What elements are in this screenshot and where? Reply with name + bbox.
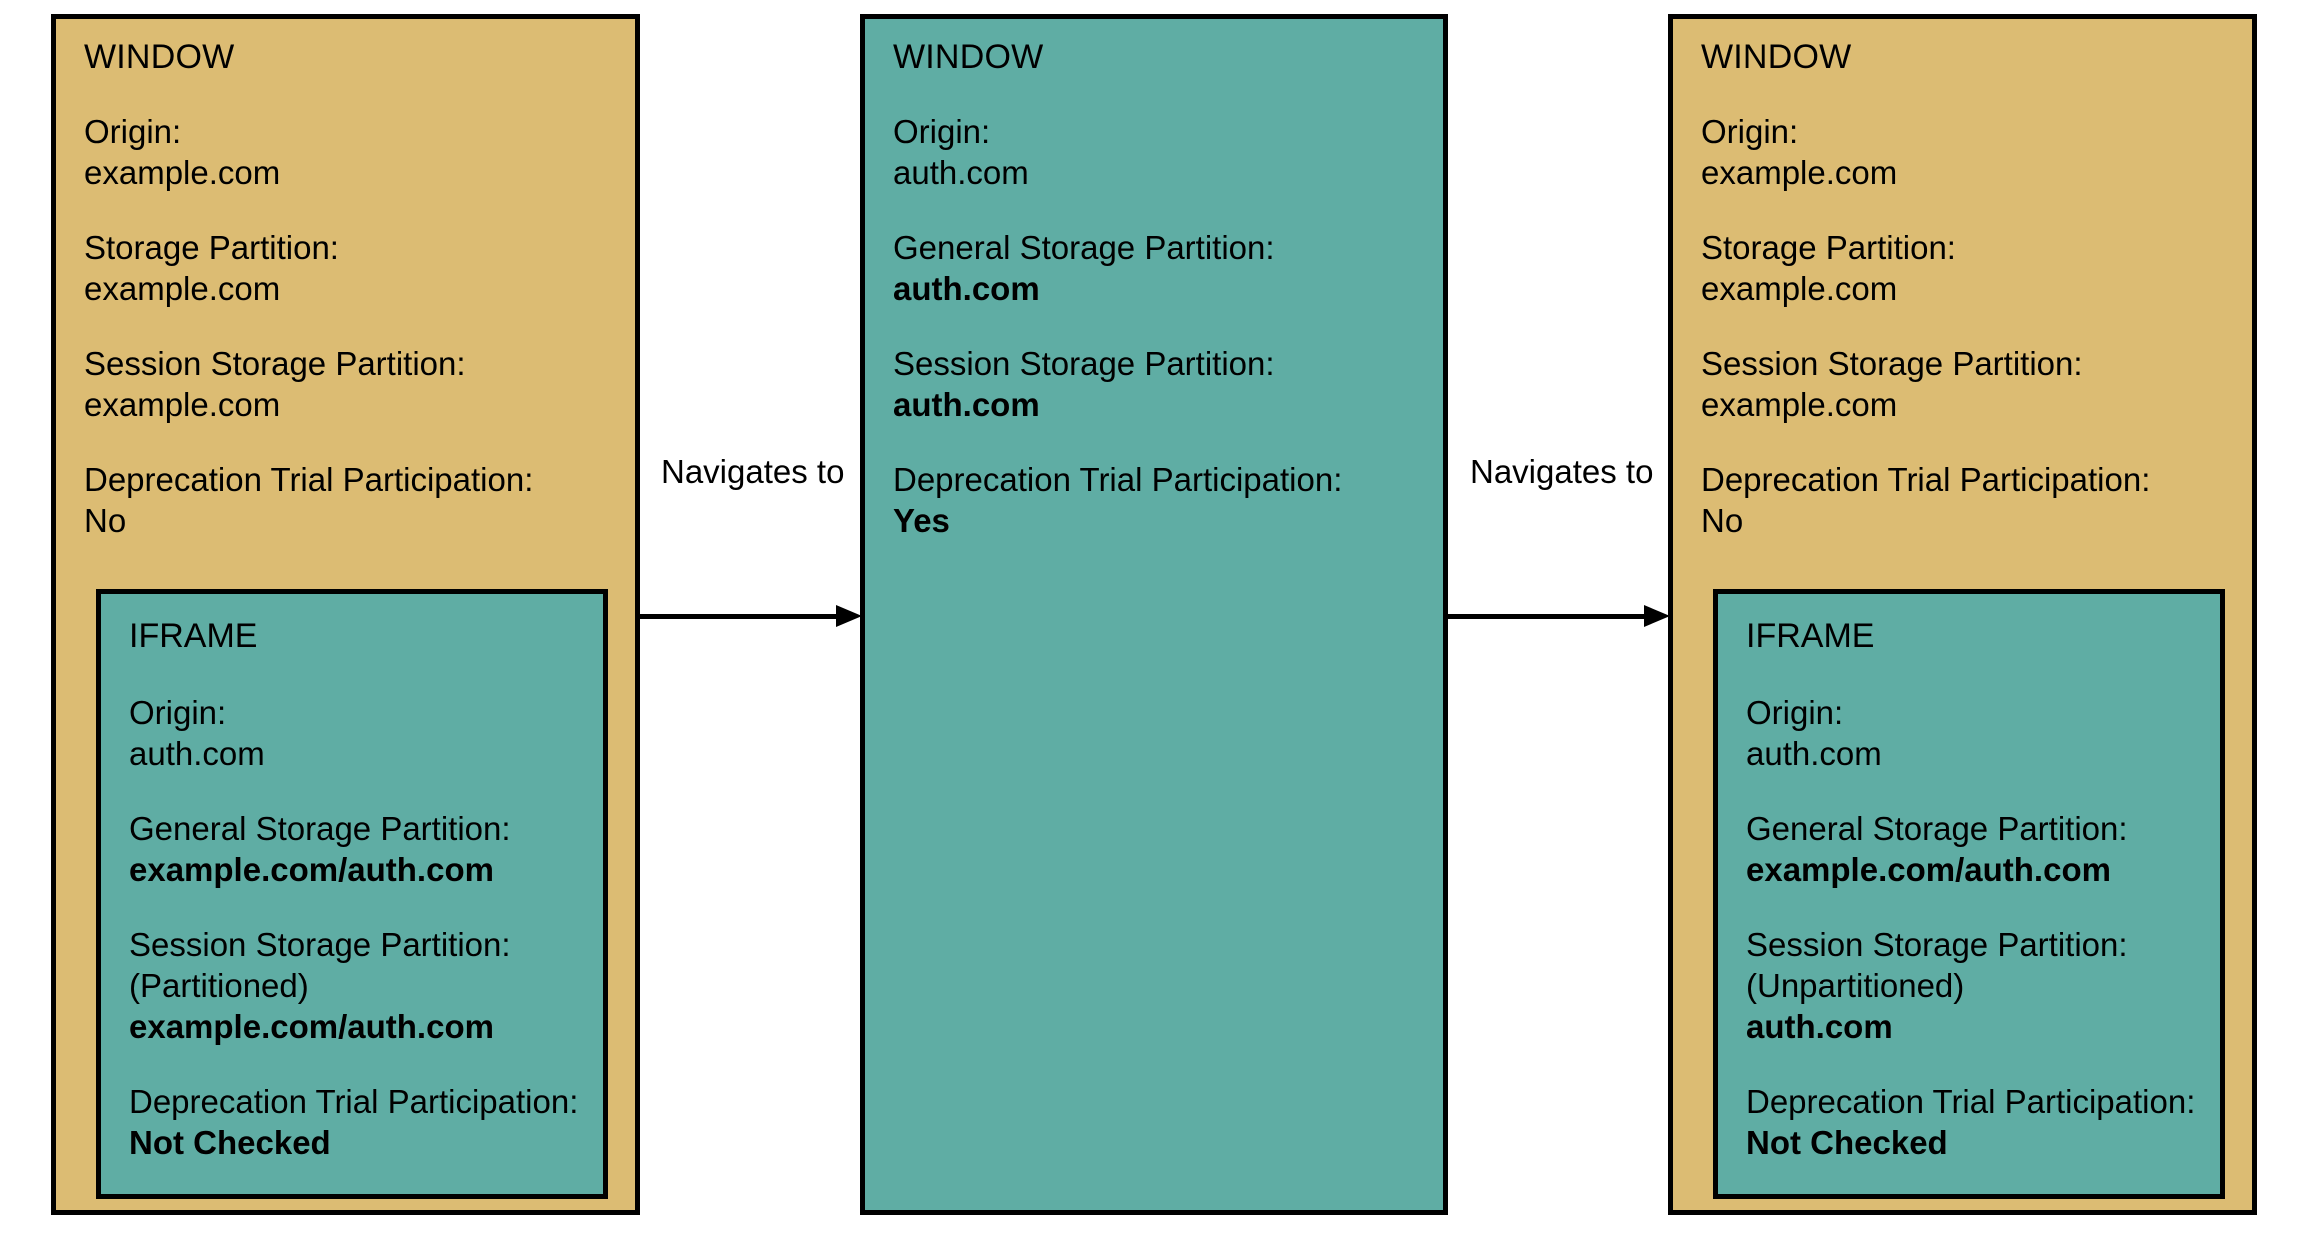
field-label: Deprecation Trial Participation: (129, 1083, 579, 1120)
field-value: auth.com (1746, 1008, 1893, 1045)
field-label: General Storage Partition: (129, 810, 511, 847)
field-label: Storage Partition: (1701, 229, 1956, 266)
arrow-1-navigates-to (640, 603, 862, 629)
window-panel-2-field-origin: Origin: auth.com (893, 111, 1429, 193)
field-value: auth.com (1746, 735, 1882, 772)
iframe-panel-1-field-deprecation-trial: Deprecation Trial Participation: Not Che… (129, 1081, 591, 1163)
field-value: Not Checked (1746, 1124, 1948, 1161)
arrow-head-icon (836, 605, 862, 627)
field-value: auth.com (893, 270, 1040, 307)
window-panel-1-body: WINDOW Origin: example.com Storage Parti… (84, 37, 621, 541)
field-sublabel: (Unpartitioned) (1746, 967, 1965, 1004)
iframe-panel-1-field-origin: Origin: auth.com (129, 692, 591, 774)
arrow-2-label: Navigates to (1470, 453, 1654, 490)
window-panel-3-field-origin: Origin: example.com (1701, 111, 2238, 193)
iframe-panel-3-field-origin: Origin: auth.com (1746, 692, 2208, 774)
window-panel-1-field-deprecation-trial: Deprecation Trial Participation: No (84, 459, 621, 541)
field-value: example.com (1701, 270, 1898, 307)
arrow-2-navigates-to (1448, 603, 1670, 629)
iframe-box-panel-1: IFRAME Origin: auth.com General Storage … (96, 589, 608, 1199)
iframe-box-panel-3-body: IFRAME Origin: auth.com General Storage … (1746, 616, 2208, 1163)
window-panel-3: WINDOW Origin: example.com Storage Parti… (1668, 14, 2257, 1215)
field-value: Yes (893, 502, 950, 539)
window-panel-2-title: WINDOW (893, 38, 1044, 76)
field-value: auth.com (129, 735, 265, 772)
field-label: Origin: (129, 694, 227, 731)
window-panel-1-title: WINDOW (84, 38, 235, 76)
field-value: example.com/auth.com (129, 851, 494, 888)
window-panel-1-field-origin: Origin: example.com (84, 111, 621, 193)
field-label: Session Storage Partition: (1746, 926, 2128, 963)
window-panel-3-title: WINDOW (1701, 38, 1852, 76)
field-value: example.com (84, 386, 281, 423)
field-label: Origin: (84, 113, 182, 150)
field-label: General Storage Partition: (1746, 810, 2128, 847)
iframe-box-panel-1-body: IFRAME Origin: auth.com General Storage … (129, 616, 591, 1163)
window-panel-2: WINDOW Origin: auth.com General Storage … (860, 14, 1448, 1215)
field-label: Session Storage Partition: (893, 345, 1275, 382)
window-panel-2-field-session-storage-partition: Session Storage Partition: auth.com (893, 343, 1429, 425)
field-label: Deprecation Trial Participation: (84, 461, 534, 498)
field-value: No (84, 502, 127, 539)
iframe-panel-1-field-session-storage-partition: Session Storage Partition: (Partitioned)… (129, 924, 591, 1047)
field-label: Origin: (1701, 113, 1799, 150)
field-value: Not Checked (129, 1124, 331, 1161)
field-label: Session Storage Partition: (1701, 345, 2083, 382)
field-label: Origin: (893, 113, 991, 150)
window-panel-3-field-storage-partition: Storage Partition: example.com (1701, 227, 2238, 309)
window-panel-2-field-general-storage-partition: General Storage Partition: auth.com (893, 227, 1429, 309)
field-sublabel: (Partitioned) (129, 967, 309, 1004)
arrow-1-label: Navigates to (661, 453, 845, 490)
window-panel-2-field-deprecation-trial: Deprecation Trial Participation: Yes (893, 459, 1429, 541)
field-label: Deprecation Trial Participation: (893, 461, 1343, 498)
arrow-head-icon (1644, 605, 1670, 627)
window-panel-1-field-session-storage-partition: Session Storage Partition: example.com (84, 343, 621, 425)
iframe-panel-1-field-general-storage-partition: General Storage Partition: example.com/a… (129, 808, 591, 890)
arrow-line (1448, 614, 1644, 619)
field-value: example.com (1701, 154, 1898, 191)
iframe-box-panel-3-title: IFRAME (1746, 617, 1875, 655)
window-panel-3-body: WINDOW Origin: example.com Storage Parti… (1701, 37, 2238, 541)
field-label: Deprecation Trial Participation: (1701, 461, 2151, 498)
field-label: Deprecation Trial Participation: (1746, 1083, 2196, 1120)
arrow-line (640, 614, 836, 619)
window-panel-1: WINDOW Origin: example.com Storage Parti… (51, 14, 640, 1215)
field-label: General Storage Partition: (893, 229, 1275, 266)
field-value: example.com (84, 270, 281, 307)
window-panel-1-field-storage-partition: Storage Partition: example.com (84, 227, 621, 309)
iframe-box-panel-1-title: IFRAME (129, 617, 258, 655)
iframe-box-panel-3: IFRAME Origin: auth.com General Storage … (1713, 589, 2225, 1199)
field-value: example.com (84, 154, 281, 191)
field-value: No (1701, 502, 1744, 539)
field-value: auth.com (893, 386, 1040, 423)
iframe-panel-3-field-general-storage-partition: General Storage Partition: example.com/a… (1746, 808, 2208, 890)
iframe-panel-3-field-session-storage-partition: Session Storage Partition: (Unpartitione… (1746, 924, 2208, 1047)
field-value: example.com/auth.com (1746, 851, 2111, 888)
field-label: Origin: (1746, 694, 1844, 731)
field-value: example.com (1701, 386, 1898, 423)
field-label: Storage Partition: (84, 229, 339, 266)
window-panel-3-field-deprecation-trial: Deprecation Trial Participation: No (1701, 459, 2238, 541)
field-value: example.com/auth.com (129, 1008, 494, 1045)
window-panel-3-field-session-storage-partition: Session Storage Partition: example.com (1701, 343, 2238, 425)
field-value: auth.com (893, 154, 1029, 191)
field-label: Session Storage Partition: (129, 926, 511, 963)
field-label: Session Storage Partition: (84, 345, 466, 382)
iframe-panel-3-field-deprecation-trial: Deprecation Trial Participation: Not Che… (1746, 1081, 2208, 1163)
window-panel-2-body: WINDOW Origin: auth.com General Storage … (893, 37, 1429, 541)
